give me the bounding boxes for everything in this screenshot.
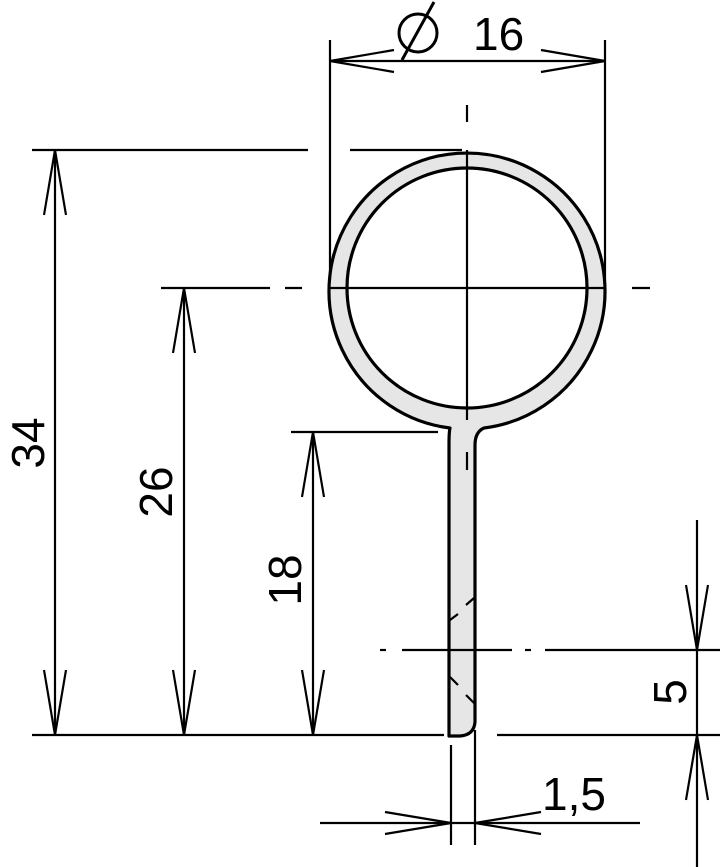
center-lines bbox=[285, 105, 720, 652]
dimension-stem-thickness: 1,5 bbox=[320, 768, 640, 836]
bottom-offset-value: 5 bbox=[644, 679, 696, 705]
dimension-stem-height: 18 bbox=[259, 431, 326, 736]
extension-lines bbox=[32, 40, 720, 845]
hatch-mark bbox=[465, 597, 475, 606]
diameter-symbol-icon bbox=[397, 12, 439, 54]
hatch-mark bbox=[465, 694, 475, 704]
stem-thickness-value: 1,5 bbox=[542, 768, 606, 820]
diameter-value: 16 bbox=[473, 8, 524, 60]
dimension-overall-height: 34 bbox=[2, 149, 68, 736]
center-height-value: 26 bbox=[130, 466, 182, 517]
stem-height-value: 18 bbox=[259, 554, 311, 605]
hatch-mark bbox=[449, 676, 459, 686]
hatch-mark bbox=[449, 613, 459, 621]
dimension-center-height: 26 bbox=[130, 287, 197, 736]
overall-height-value: 34 bbox=[2, 417, 54, 468]
dimension-diameter: 16 bbox=[329, 1, 606, 74]
dimension-bottom-offset: 5 bbox=[644, 520, 710, 867]
